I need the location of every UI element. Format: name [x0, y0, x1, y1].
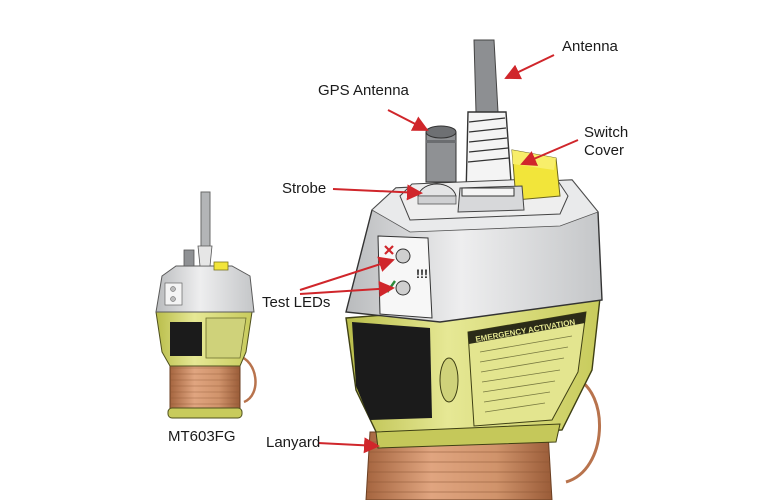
large-beacon: EMERGENCY ACTIVATION !!!	[345, 39, 603, 500]
antenna-label: Antenna	[562, 38, 618, 55]
test-leds-arrow-1	[299, 256, 395, 291]
switch-cover-label-line1: Switch	[584, 124, 629, 141]
strobe-arrow	[332, 184, 423, 201]
gps-antenna-label: GPS Antenna	[318, 82, 409, 99]
led-bottom	[395, 280, 411, 296]
switch-cover-arrow	[520, 139, 579, 166]
switch-cover-label: Switch Cover	[584, 124, 644, 160]
test-leds-label: Test LEDs	[262, 294, 331, 311]
test-leds-arrow-2	[299, 280, 395, 297]
led-top	[395, 248, 411, 264]
strobe-label: Strobe	[282, 180, 327, 197]
model-label: MT603FG	[168, 428, 236, 445]
callout-arrows	[299, 54, 579, 454]
switch-cover-label-line2: Cover	[584, 142, 625, 159]
lanyard-arrow	[317, 437, 380, 454]
exclamation-icon: !!!	[416, 267, 428, 281]
small-beacon	[155, 191, 257, 419]
gps-antenna-arrow	[387, 109, 429, 131]
antenna-arrow	[504, 54, 555, 80]
lanyard-label: Lanyard	[266, 434, 321, 451]
x-mark-icon	[384, 245, 394, 255]
